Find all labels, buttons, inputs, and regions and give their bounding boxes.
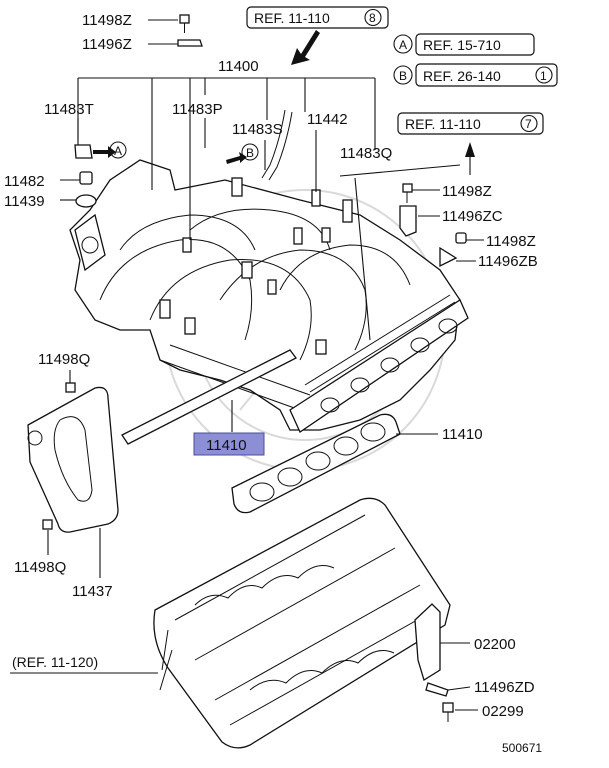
label-11496ZB: 11496ZB [478,253,538,270]
label-11483P: 11483P [172,101,223,118]
bracket-11437 [27,382,119,533]
label-11498Q-top: 11498Q [38,351,90,368]
highlight-box [193,432,265,456]
ref-top-num: 8 [369,11,376,25]
label-11410-highlight: 11410 [206,437,247,454]
bolt-11498Z-right [439,232,467,268]
gasket-11410 [121,349,401,514]
label-11442: 11442 [307,111,348,128]
label-11439: 11439 [4,193,45,210]
ref-right-text: REF. 11-110 [405,116,481,132]
ref-box-a: A REF. 15-710 [393,33,535,56]
bracket-11496ZC [399,183,417,237]
leader-lines [10,19,484,711]
intake-manifold [69,109,469,433]
label-11496ZC: 11496ZC [442,208,503,225]
label-02299: 02299 [482,703,524,720]
callouts [93,30,475,175]
label-11498Q-bottom: 11498Q [14,559,66,576]
label-11496ZD: 11496ZD [474,679,535,696]
label-11410: 11410 [442,426,483,443]
callout-a-letter: A [114,144,122,158]
ref-box-b: B REF. 26-140 1 [393,63,558,87]
diagram-code: 500671 [502,741,542,755]
ref-a-text: REF. 15-710 [423,37,501,53]
part-labels: 11498Z 11496Z 11400 11483T 11483P 11483S… [4,12,542,755]
bolt-11482 [75,171,97,208]
ref-box-top: REF. 11-110 8 [246,6,389,29]
ref-left-text: (REF. 11-120) [12,654,98,670]
label-11437: 11437 [72,583,113,600]
label-11498Z-right2: 11498Z [486,233,536,250]
ref-b-text: REF. 26-140 [423,68,501,84]
bracket-02200 [414,603,454,722]
ref-a-letter: A [399,38,407,52]
label-11483S: 11483S [232,121,283,138]
label-11400: 11400 [218,58,259,75]
cylinder-block [153,497,451,749]
label-02200: 02200 [474,636,516,653]
ref-b-num: 1 [540,69,547,83]
bolt-top [177,14,203,47]
ref-box-right: REF. 11-110 7 [397,112,544,135]
label-11483T: 11483T [44,101,94,118]
ref-right-num: 7 [525,117,532,131]
label-11483Q: 11483Q [340,145,392,162]
label-11482: 11482 [4,173,45,190]
label-11498Z-top: 11498Z [82,12,132,29]
label-11498Z-right1: 11498Z [442,183,492,200]
label-11496Z: 11496Z [82,36,132,53]
ref-b-letter: B [399,69,407,83]
callout-b-letter: B [246,146,254,160]
ref-top-text: REF. 11-110 [254,10,330,26]
